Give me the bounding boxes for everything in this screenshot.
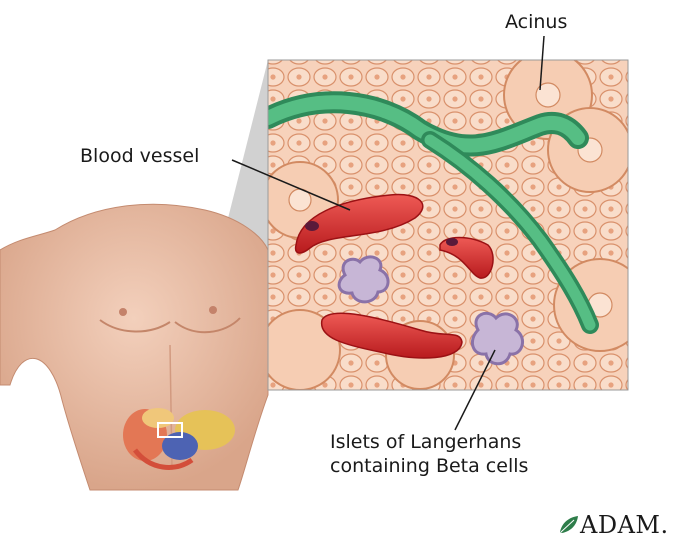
adam-logo-text: ADAM. xyxy=(580,511,669,539)
islets-label-line2: containing Beta cells xyxy=(330,454,528,478)
islets-label: Islets of Langerhans containing Beta cel… xyxy=(330,430,528,478)
adam-leaf-icon xyxy=(558,514,580,536)
acinus-label: Acinus xyxy=(505,10,567,34)
blood-vessel-label: Blood vessel xyxy=(80,144,199,168)
islets-label-line1: Islets of Langerhans xyxy=(330,430,528,454)
adam-logo: ADAM. xyxy=(558,510,669,540)
magnified-tissue xyxy=(260,51,646,390)
